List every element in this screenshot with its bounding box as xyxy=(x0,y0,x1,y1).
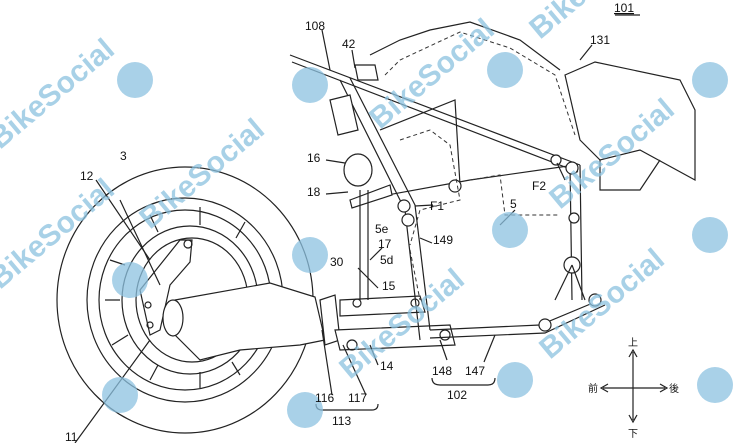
svg-text:BikeSocial: BikeSocial xyxy=(533,243,670,366)
fuel-tank-and-seat xyxy=(369,21,696,301)
svg-text:BikeSocial: BikeSocial xyxy=(0,173,121,296)
frame xyxy=(289,54,606,341)
label-16: 16 xyxy=(307,151,321,165)
label-5d: 5d xyxy=(380,253,393,267)
direction-front: 前 xyxy=(588,382,598,395)
label-14: 14 xyxy=(380,359,394,373)
direction-down: 下 xyxy=(628,429,638,440)
svg-text:BikeSocial: BikeSocial xyxy=(543,93,680,216)
direction-up: 上 xyxy=(628,337,638,349)
label-12: 12 xyxy=(80,169,94,183)
svg-text:BikeSocial: BikeSocial xyxy=(363,13,500,136)
label-F1: F1 xyxy=(430,199,444,213)
label-18: 18 xyxy=(307,185,321,199)
reference-labels: 101 108 42 131 16 18 F1 F2 5 5e 17 149 3… xyxy=(65,1,679,443)
label-17: 17 xyxy=(378,237,392,251)
label-131: 131 xyxy=(590,33,610,47)
label-102: 102 xyxy=(447,388,467,402)
label-11: 11 xyxy=(65,430,78,443)
label-148: 148 xyxy=(432,364,452,378)
swing-arm xyxy=(162,282,456,361)
label-108: 108 xyxy=(305,19,325,33)
label-5e: 5e xyxy=(375,222,389,236)
label-116: 116 xyxy=(315,391,334,405)
watermark: BikeSocial BikeSocial BikeSocial BikeSoc… xyxy=(0,0,733,428)
steering-and-shock xyxy=(329,64,393,300)
label-42: 42 xyxy=(342,37,356,51)
direction-rear: 後 xyxy=(669,382,679,395)
svg-text:BikeSocial: BikeSocial xyxy=(0,33,121,156)
label-5: 5 xyxy=(510,197,517,211)
direction-indicator xyxy=(599,348,669,424)
label-F2: F2 xyxy=(532,179,546,193)
label-149: 149 xyxy=(433,233,453,247)
label-15: 15 xyxy=(382,279,396,293)
label-117: 117 xyxy=(348,391,367,405)
figure-ref-number: 101 xyxy=(614,1,634,15)
label-147: 147 xyxy=(465,364,485,378)
svg-text:BikeSocial: BikeSocial xyxy=(133,113,270,236)
label-30: 30 xyxy=(330,255,344,269)
label-113: 113 xyxy=(332,414,351,428)
label-3: 3 xyxy=(120,149,127,163)
